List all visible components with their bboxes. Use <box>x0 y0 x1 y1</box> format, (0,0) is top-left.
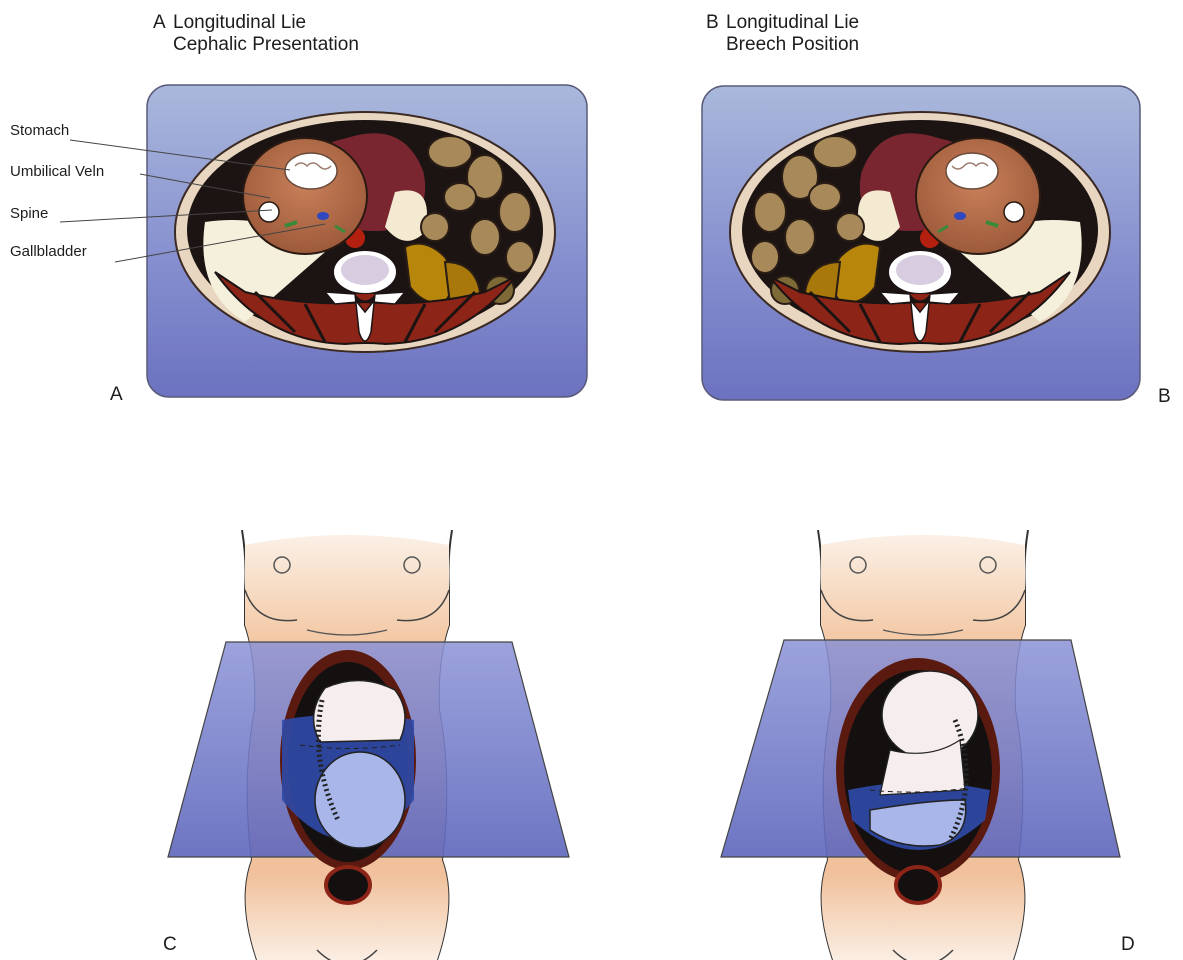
panel-a-label: A <box>110 384 123 406</box>
panel-d-label: D <box>1121 934 1135 956</box>
panel-a-cross-section <box>175 112 555 352</box>
panel-b-label: B <box>1158 386 1171 408</box>
panel-b-fetal-head <box>916 138 1040 254</box>
panel-b-cross-section <box>730 112 1110 352</box>
panel-c-label: C <box>163 934 177 956</box>
